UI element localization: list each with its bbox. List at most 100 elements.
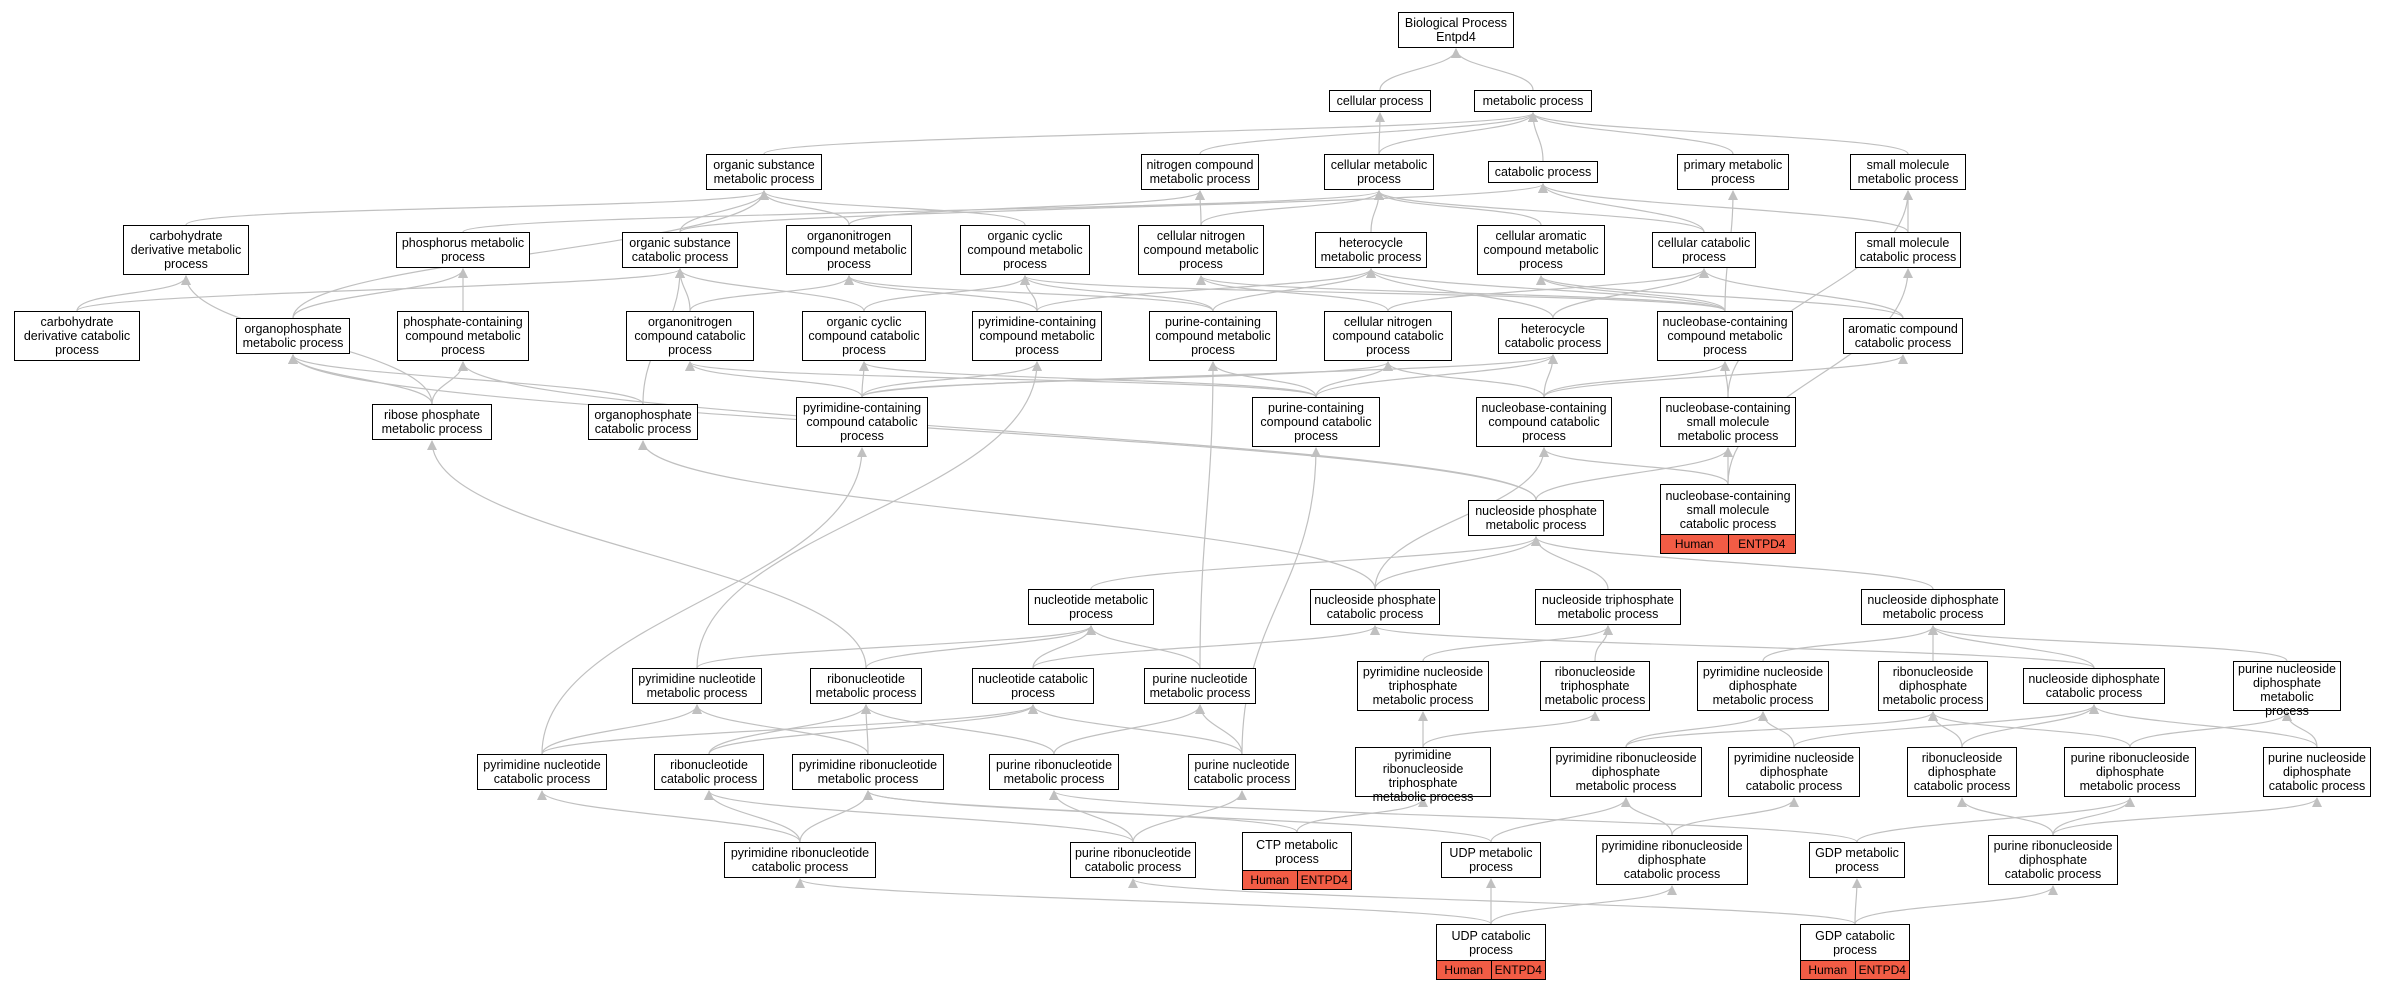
is-a-edge: [1199, 112, 1538, 155]
go-term-node[interactable]: nucleobase-containing small molecule met…: [1660, 397, 1796, 447]
go-term-node[interactable]: ribonucleotide catabolic process: [654, 754, 764, 790]
go-term-node[interactable]: pyrimidine ribonucleoside diphosphate ca…: [1596, 835, 1748, 885]
go-term-node[interactable]: pyrimidine nucleoside diphosphate metabo…: [1697, 661, 1829, 711]
go-term-node[interactable]: catabolic process: [1488, 161, 1598, 183]
go-term-node[interactable]: pyrimidine ribonucleoside triphosphate m…: [1355, 747, 1491, 804]
go-term-node[interactable]: organophosphate metabolic process: [236, 318, 350, 354]
go-term-node[interactable]: purine nucleotide catabolic process: [1188, 754, 1296, 790]
go-term-label: pyrimidine nucleotide metabolic process: [638, 672, 756, 700]
go-term-node[interactable]: purine nucleoside diphosphate catabolic …: [2263, 747, 2371, 797]
go-term-node[interactable]: metabolic process: [1474, 90, 1592, 112]
go-term-node[interactable]: cellular nitrogen compound metabolic pro…: [1138, 225, 1264, 275]
go-term-node[interactable]: ribonucleoside diphosphate catabolic pro…: [1907, 747, 2017, 797]
go-term-node[interactable]: pyrimidine-containing compound catabolic…: [796, 397, 928, 447]
go-term-node[interactable]: organic substance catabolic process: [622, 232, 738, 268]
go-term-node[interactable]: pyrimidine ribonucleoside diphosphate me…: [1550, 747, 1702, 797]
go-term-label: purine nucleotide metabolic process: [1149, 672, 1251, 700]
go-term-node[interactable]: aromatic compound catabolic process: [1843, 318, 1963, 354]
go-term-label: pyrimidine-containing compound metabolic…: [977, 315, 1097, 357]
is-a-edge: [861, 704, 1055, 755]
go-term-node[interactable]: purine-containing compound metabolic pro…: [1149, 311, 1277, 361]
go-term-node[interactable]: nucleoside diphosphate metabolic process: [1861, 589, 2005, 625]
is-a-edge: [704, 790, 1134, 843]
go-term-node[interactable]: pyrimidine ribonucleotide catabolic proc…: [724, 842, 876, 878]
go-term-node[interactable]: purine ribonucleotide metabolic process: [989, 754, 1119, 790]
go-term-node[interactable]: organic cyclic compound metabolic proces…: [960, 225, 1090, 275]
go-term-node[interactable]: nucleobase-containing small molecule cat…: [1660, 484, 1796, 554]
go-term-node[interactable]: pyrimidine ribonucleotide metabolic proc…: [792, 754, 944, 790]
go-term-node[interactable]: purine nucleoside diphosphate metabolic …: [2233, 661, 2341, 718]
go-term-node[interactable]: cellular process: [1329, 90, 1431, 112]
go-term-node[interactable]: ribose phosphate metabolic process: [372, 404, 492, 440]
go-term-node[interactable]: phosphorus metabolic process: [396, 232, 530, 268]
go-term-node[interactable]: pyrimidine nucleoside triphosphate metab…: [1357, 661, 1489, 711]
is-a-edge: [1128, 878, 1856, 925]
is-a-edge: [185, 190, 769, 226]
is-a-edge: [1490, 885, 1677, 925]
go-term-node[interactable]: pyrimidine nucleotide metabolic process: [632, 668, 762, 704]
go-term-node[interactable]: ribonucleoside triphosphate metabolic pr…: [1540, 661, 1650, 711]
is-a-edge: [2052, 797, 2322, 836]
is-a-edge: [1535, 447, 1733, 501]
go-term-node[interactable]: pyrimidine nucleoside diphosphate catabo…: [1728, 747, 1860, 797]
go-term-node[interactable]: Biological Process Entpd4: [1398, 12, 1514, 48]
go-term-label: purine-containing compound catabolic pro…: [1260, 401, 1372, 443]
go-term-node[interactable]: organic cyclic compound catabolic proces…: [802, 311, 926, 361]
go-term-node[interactable]: cellular nitrogen compound catabolic pro…: [1324, 311, 1452, 361]
go-term-node[interactable]: carbohydrate derivative catabolic proces…: [14, 311, 140, 361]
is-a-edge: [861, 361, 1393, 398]
is-a-edge: [1296, 797, 1428, 833]
go-term-node[interactable]: nucleobase-containing compound catabolic…: [1476, 397, 1612, 447]
go-term-node[interactable]: nucleobase-containing compound metabolic…: [1657, 311, 1793, 361]
go-term-node[interactable]: ribonucleoside diphosphate metabolic pro…: [1878, 661, 1988, 711]
go-term-node[interactable]: purine ribonucleotide catabolic process: [1070, 842, 1196, 878]
go-term-node[interactable]: phosphate-containing compound metabolic …: [397, 311, 529, 361]
go-term-node[interactable]: purine-containing compound catabolic pro…: [1252, 397, 1380, 447]
is-a-edge: [1621, 797, 1673, 836]
is-a-edge: [431, 361, 468, 405]
go-term-node[interactable]: purine ribonucleoside diphosphate catabo…: [1988, 835, 2118, 885]
go-term-node[interactable]: purine ribonucleoside diphosphate metabo…: [2064, 747, 2196, 797]
go-term-label: small molecule catabolic process: [1859, 236, 1957, 264]
go-term-node[interactable]: nucleotide metabolic process: [1028, 589, 1154, 625]
go-term-label: heterocycle catabolic process: [1504, 322, 1602, 350]
go-term-label: organonitrogen compound catabolic proces…: [634, 315, 746, 357]
go-term-node[interactable]: organonitrogen compound catabolic proces…: [626, 311, 754, 361]
go-term-label: pyrimidine ribonucleotide metabolic proc…: [798, 758, 938, 786]
go-term-node[interactable]: purine nucleotide metabolic process: [1144, 668, 1256, 704]
is-a-edge: [1543, 354, 1908, 398]
go-term-node[interactable]: nucleoside triphosphate metabolic proces…: [1535, 589, 1681, 625]
is-a-edge: [696, 361, 1042, 669]
go-term-node[interactable]: UDP metabolic process: [1441, 842, 1541, 878]
go-term-label: organonitrogen compound metabolic proces…: [791, 229, 907, 271]
go-term-node[interactable]: nucleoside diphosphate catabolic process: [2023, 668, 2165, 704]
gene-cell: ENTPD4: [1727, 535, 1795, 553]
go-term-node[interactable]: GDP metabolic process: [1809, 842, 1905, 878]
go-term-node[interactable]: cellular catabolic process: [1652, 232, 1756, 268]
go-term-node[interactable]: nucleoside phosphate catabolic process: [1310, 589, 1440, 625]
gene-cell: ENTPD4: [1854, 961, 1909, 979]
go-term-node[interactable]: primary metabolic process: [1677, 154, 1789, 190]
go-term-node[interactable]: heterocycle catabolic process: [1498, 318, 1608, 354]
go-term-node[interactable]: small molecule metabolic process: [1850, 154, 1966, 190]
go-term-node[interactable]: organonitrogen compound metabolic proces…: [786, 225, 912, 275]
go-term-node[interactable]: nucleotide catabolic process: [972, 668, 1094, 704]
go-term-node[interactable]: heterocycle metabolic process: [1315, 232, 1427, 268]
is-a-edge: [1928, 625, 2095, 669]
go-term-node[interactable]: cellular metabolic process: [1324, 154, 1434, 190]
go-term-node[interactable]: organophosphate catabolic process: [588, 404, 698, 440]
go-term-node[interactable]: nitrogen compound metabolic process: [1141, 154, 1259, 190]
go-term-node[interactable]: pyrimidine-containing compound metabolic…: [972, 311, 1102, 361]
go-term-node[interactable]: carbohydrate derivative metabolic proces…: [123, 225, 249, 275]
go-term-node[interactable]: cellular aromatic compound metabolic pro…: [1477, 225, 1605, 275]
go-term-node[interactable]: ribonucleotide metabolic process: [810, 668, 922, 704]
go-term-node[interactable]: small molecule catabolic process: [1855, 232, 1961, 268]
go-term-node[interactable]: pyrimidine nucleotide catabolic process: [477, 754, 607, 790]
go-term-node[interactable]: nucleoside phosphate metabolic process: [1468, 500, 1604, 536]
go-term-node[interactable]: organic substance metabolic process: [706, 154, 822, 190]
is-a-edge: [1422, 625, 1613, 662]
